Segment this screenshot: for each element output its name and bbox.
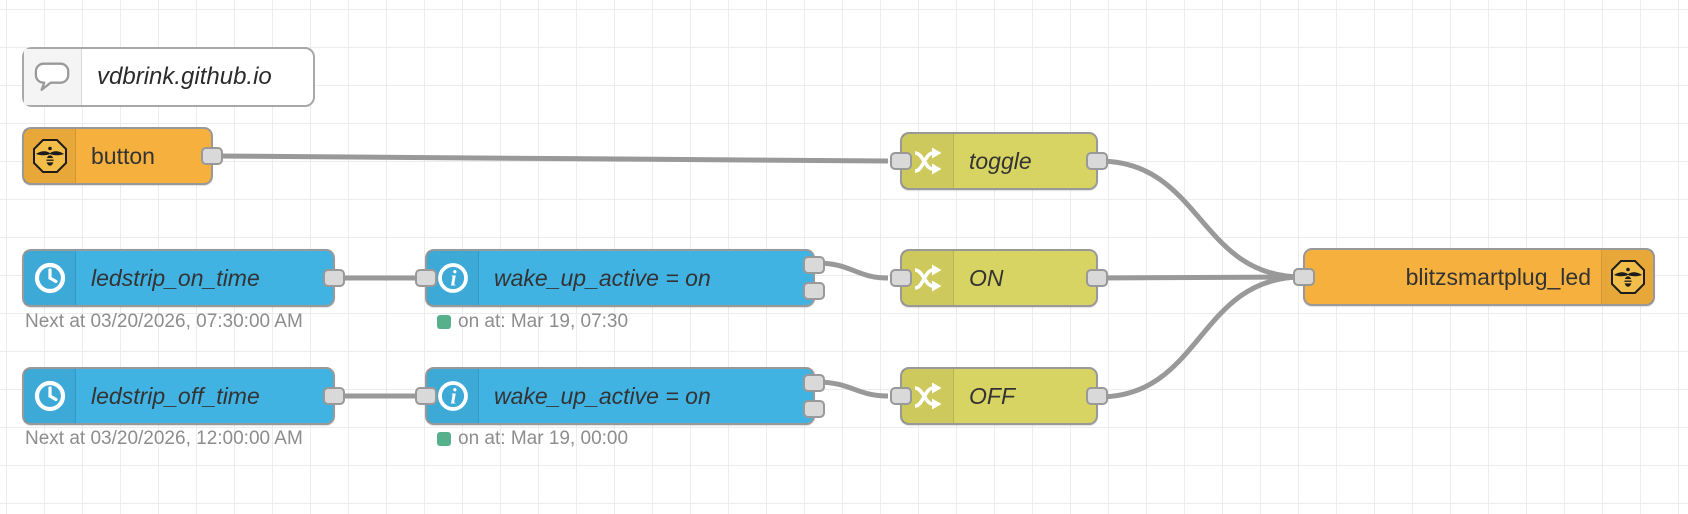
status-text: on at: Mar 19, 07:30 bbox=[458, 311, 629, 332]
zigbee-bee-icon bbox=[24, 129, 76, 183]
switch-off-input-port[interactable] bbox=[890, 387, 912, 405]
node-label: OFF bbox=[969, 382, 1015, 409]
speech-bubble-icon bbox=[24, 49, 82, 105]
clock-icon bbox=[24, 251, 76, 305]
switch-on-output-port[interactable] bbox=[1086, 269, 1108, 287]
zigbee-bee-icon bbox=[1601, 250, 1653, 304]
toggle-input-port[interactable] bbox=[890, 152, 912, 170]
shuffle-icon bbox=[902, 251, 954, 305]
wake-up-active-2-output-port-2[interactable] bbox=[803, 400, 825, 418]
clock-icon bbox=[24, 369, 76, 423]
wire-button-to-toggle[interactable] bbox=[213, 153, 889, 164]
wire-wake1-to-on[interactable] bbox=[815, 260, 889, 281]
ledstrip-on-time-output-port[interactable] bbox=[323, 269, 345, 287]
node-button[interactable]: button bbox=[22, 127, 223, 185]
node-label: ledstrip_on_time bbox=[91, 264, 260, 291]
status-text: Next at 03/20/2026, 12:00:00 AM bbox=[25, 428, 303, 449]
switch-off-output-port[interactable] bbox=[1086, 387, 1108, 405]
status-dot-green bbox=[437, 315, 451, 329]
button-output-port[interactable] bbox=[201, 147, 223, 165]
node-blitzsmartplug-led[interactable]: blitzsmartplug_led bbox=[1293, 248, 1655, 306]
wake-up-active-2-input-port[interactable] bbox=[415, 387, 437, 405]
node-wake-up-active-1[interactable]: i wake_up_active = on bbox=[415, 249, 825, 307]
wire-toggle-to-blitz[interactable] bbox=[1098, 158, 1303, 280]
node-ledstrip-off-time[interactable]: ledstrip_off_time bbox=[22, 367, 345, 425]
wire-off-to-blitz[interactable] bbox=[1098, 274, 1303, 400]
node-wake-up-active-2[interactable]: i wake_up_active = on bbox=[415, 367, 825, 425]
ledstrip-off-time-output-port[interactable] bbox=[323, 387, 345, 405]
node-label: toggle bbox=[969, 147, 1032, 174]
node-label: wake_up_active = on bbox=[494, 264, 711, 291]
node-label: ON bbox=[969, 264, 1004, 291]
wake-up-active-1-output-port-2[interactable] bbox=[803, 282, 825, 300]
toggle-output-port[interactable] bbox=[1086, 152, 1108, 170]
node-ledstrip-on-time[interactable]: ledstrip_on_time bbox=[22, 249, 345, 307]
ledstrip-off-time-status: Next at 03/20/2026, 12:00:00 AM bbox=[25, 428, 303, 450]
wake-up-active-1-input-port[interactable] bbox=[415, 269, 437, 287]
wake-up-active-2-output-port-1[interactable] bbox=[803, 374, 825, 392]
wire-on-to-blitz[interactable] bbox=[1098, 274, 1303, 281]
wake-up-active-1-output-port-1[interactable] bbox=[803, 256, 825, 274]
blitzsmartplug-led-input-port[interactable] bbox=[1293, 268, 1315, 286]
svg-text:i: i bbox=[450, 384, 457, 409]
ledstrip-on-time-status: Next at 03/20/2026, 07:30:00 AM bbox=[25, 311, 303, 333]
node-toggle[interactable]: toggle bbox=[890, 132, 1108, 190]
wake-up-active-1-status: on at: Mar 19, 07:30 bbox=[437, 311, 628, 333]
node-switch-off[interactable]: OFF bbox=[890, 367, 1108, 425]
node-label: blitzsmartplug_led bbox=[1405, 263, 1591, 290]
node-label: button bbox=[91, 142, 155, 169]
comment-label: vdbrink.github.io bbox=[97, 63, 272, 90]
wire-wake2-to-off[interactable] bbox=[815, 379, 889, 399]
status-text: on at: Mar 19, 00:00 bbox=[458, 428, 629, 449]
wake-up-active-2-status: on at: Mar 19, 00:00 bbox=[437, 428, 628, 450]
comment-node[interactable]: vdbrink.github.io bbox=[22, 47, 315, 107]
node-label: ledstrip_off_time bbox=[91, 382, 260, 409]
svg-text:i: i bbox=[450, 266, 457, 291]
status-dot-green bbox=[437, 432, 451, 446]
node-label: wake_up_active = on bbox=[494, 382, 711, 409]
node-switch-on[interactable]: ON bbox=[890, 249, 1108, 307]
status-text: Next at 03/20/2026, 07:30:00 AM bbox=[25, 311, 303, 332]
switch-on-input-port[interactable] bbox=[890, 269, 912, 287]
